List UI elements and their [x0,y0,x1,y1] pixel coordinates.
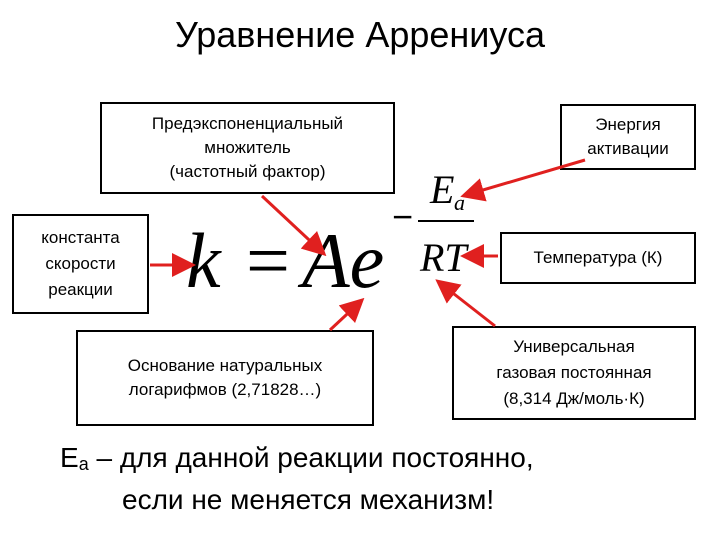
label-line: Предэкспоненциальный [151,114,344,133]
gas-constant-box: Универсальная газовая постоянная (8,314 … [452,326,696,420]
label-line: Универсальная [513,337,635,356]
note-line-1-text: – для данной реакции постоянно, [88,442,534,473]
formula-exponent-subscript-a: a [454,190,465,215]
label-line: Энергия [595,115,661,134]
natural-log-base-box: Основание натуральных логарифмов (2,7182… [76,330,374,426]
label-line: (частотный фактор) [169,162,326,181]
note-line-2: если не меняется механизм! [122,484,495,515]
label-line: константа [41,228,120,247]
formula-k: k [186,217,221,304]
rate-constant-box: константа скорости реакции [12,214,149,314]
formula-exponent-e: E [430,167,455,212]
note-line-1: Ea – для данной реакции постоянно, [60,440,700,482]
label-line: Температура (К) [533,248,663,267]
formula-minus: − [392,196,414,237]
preexponential-factor-box: Предэкспоненциальный множитель (частотны… [100,102,395,194]
fraction-bar [418,220,474,222]
arrow-natural-log-base [328,297,365,332]
temperature-box: Температура (К) [500,232,696,284]
arrow-gas-constant [435,279,496,328]
activation-energy-box: Энергия активации [560,104,696,170]
label-line: множитель [204,138,291,157]
page-title: Уравнение Аррениуса [174,14,546,55]
note: Ea – для данной реакции постоянно, если … [60,440,700,518]
formula-equals: = [246,217,290,304]
formula-ae: Ae [302,217,385,304]
note-subscript: a [78,454,89,474]
note-symbol: E [60,442,79,473]
label-line: логарифмов (2,71828…) [128,380,322,399]
label-line: Основание натуральных [127,356,323,375]
label-line: активации [587,139,669,158]
formula-exponent-rt: RT [420,235,467,280]
label-line: (8,314 Дж/моль·К) [503,389,645,408]
label-line: реакции [48,280,113,299]
label-line: скорости [45,254,116,273]
label-line: газовая постоянная [496,363,652,382]
